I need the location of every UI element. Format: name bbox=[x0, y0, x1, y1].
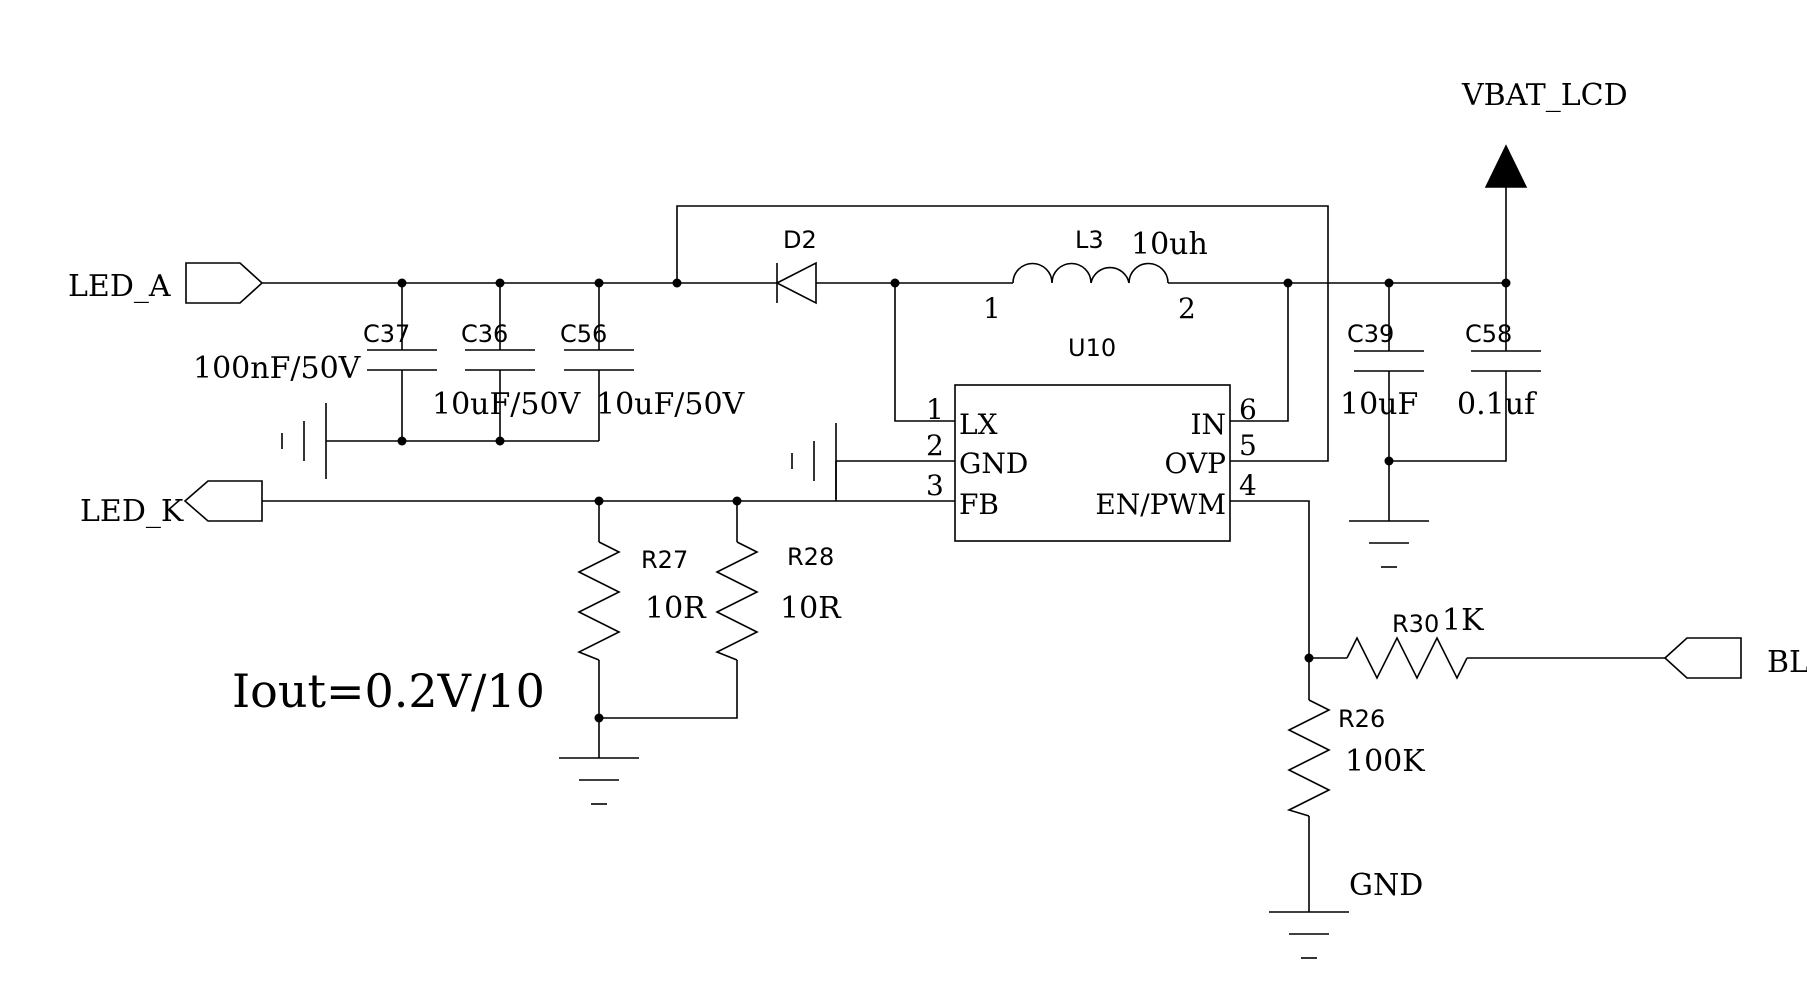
net-label-vbat-lcd: VBAT_LCD bbox=[1461, 78, 1628, 113]
capacitor-c56: C56 10uF/50V bbox=[560, 320, 746, 422]
junction-dot bbox=[890, 278, 900, 288]
junction-dot bbox=[397, 436, 407, 446]
resistor-r26: R26 100K bbox=[1286, 699, 1425, 817]
l3-pin-2: 2 bbox=[1178, 292, 1196, 325]
ref-c39: C39 bbox=[1347, 320, 1394, 348]
junction-dot bbox=[732, 496, 742, 506]
u10-pin-2-number: 2 bbox=[926, 429, 944, 462]
ref-c58: C58 bbox=[1465, 320, 1512, 348]
net-label-led-a: LED_A bbox=[68, 269, 171, 304]
u10-pin-gnd-name: GND bbox=[959, 447, 1028, 480]
ref-l3: L3 bbox=[1075, 226, 1104, 254]
capacitor-c58: C58 0.1uf bbox=[1457, 320, 1541, 422]
junction-dot bbox=[495, 436, 505, 446]
net-label-bl: BL bbox=[1767, 645, 1807, 680]
ref-c56: C56 bbox=[560, 320, 607, 348]
value-l3: 10uh bbox=[1131, 227, 1208, 262]
junction-dot bbox=[594, 713, 604, 723]
u10-pin-6-number: 6 bbox=[1239, 393, 1257, 426]
junction-dot bbox=[672, 278, 682, 288]
junction-dot bbox=[1384, 456, 1394, 466]
l3-pin-1: 1 bbox=[983, 292, 1001, 325]
ref-c36: C36 bbox=[461, 320, 508, 348]
u10-pin-1-number: 1 bbox=[926, 393, 944, 426]
ref-u10: U10 bbox=[1068, 334, 1116, 362]
value-r28: 10R bbox=[780, 591, 842, 626]
capacitor-c39: C39 10uF bbox=[1340, 320, 1424, 422]
u10-pin-5-number: 5 bbox=[1239, 429, 1257, 462]
ground-symbol-gnd: GND bbox=[1269, 868, 1423, 959]
capacitor-c37: C37 100nF/50V bbox=[193, 320, 437, 386]
junction-dot bbox=[495, 278, 505, 288]
value-r26: 100K bbox=[1345, 744, 1425, 779]
u10-pin-lx-name: LX bbox=[959, 408, 998, 441]
u10-pin-fb-name: FB bbox=[959, 488, 999, 521]
value-c39: 10uF bbox=[1340, 387, 1418, 422]
u10-pin-ovp-name: OVP bbox=[1164, 447, 1226, 480]
value-c56: 10uF/50V bbox=[596, 387, 746, 422]
port-led-a: LED_A bbox=[68, 262, 264, 304]
ref-c37: C37 bbox=[363, 320, 410, 348]
power-symbol-vbat-lcd: VBAT_LCD bbox=[1461, 78, 1628, 188]
junction-dot bbox=[1283, 278, 1293, 288]
ground-symbol-input bbox=[281, 403, 327, 479]
net-label-gnd: GND bbox=[1349, 868, 1423, 903]
net-label-led-k: LED_K bbox=[80, 494, 184, 529]
ref-d2: D2 bbox=[783, 226, 817, 254]
value-r30: 1K bbox=[1442, 603, 1484, 638]
capacitor-c36: C36 10uF/50V bbox=[432, 320, 582, 422]
resistor-r30: R30 1K bbox=[1346, 603, 1484, 680]
diode-d2: D2 bbox=[775, 226, 817, 305]
port-bl: BL bbox=[1663, 637, 1807, 680]
inductor-l3: L3 10uh 1 2 bbox=[983, 226, 1208, 325]
ref-r27: R27 bbox=[641, 546, 688, 574]
value-c58: 0.1uf bbox=[1457, 387, 1537, 422]
wires bbox=[262, 187, 1665, 912]
junctions bbox=[397, 278, 1511, 723]
junction-dot bbox=[594, 496, 604, 506]
u10-pin-4-number: 4 bbox=[1239, 469, 1257, 502]
u10-pin-in-name: IN bbox=[1190, 408, 1226, 441]
u10-pin-3-number: 3 bbox=[926, 469, 944, 502]
ground-symbol-sense bbox=[559, 757, 639, 805]
ref-r28: R28 bbox=[787, 543, 834, 571]
junction-dot bbox=[397, 278, 407, 288]
resistor-r27: R27 10R bbox=[577, 541, 707, 661]
value-c37: 100nF/50V bbox=[193, 351, 362, 386]
port-led-k: LED_K bbox=[80, 480, 263, 529]
junction-dot bbox=[1384, 278, 1394, 288]
ic-u10: U10 1 LX 2 GND 3 FB 6 IN 5 OVP 4 EN/PWM bbox=[926, 334, 1257, 542]
ref-r30: R30 bbox=[1392, 610, 1439, 638]
ground-symbol-ic bbox=[791, 423, 837, 499]
junction-dot bbox=[1501, 278, 1511, 288]
junction-dot bbox=[594, 278, 604, 288]
value-r27: 10R bbox=[645, 591, 707, 626]
ground-symbol-output bbox=[1349, 520, 1429, 568]
value-c36: 10uF/50V bbox=[432, 387, 582, 422]
ref-r26: R26 bbox=[1338, 705, 1385, 733]
resistor-r28: R28 10R bbox=[715, 541, 842, 661]
current-formula-annotation: Iout=0.2V/10 bbox=[232, 664, 545, 718]
junction-dot bbox=[1304, 653, 1314, 663]
u10-pin-en-pwm-name: EN/PWM bbox=[1095, 488, 1226, 521]
